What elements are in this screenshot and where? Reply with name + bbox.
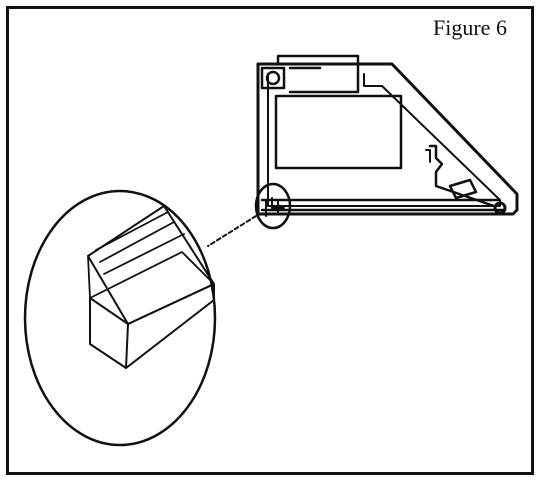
angled-tab [448,178,478,200]
magnified-view [23,189,217,447]
callout-leader [207,215,257,247]
top-cover [276,54,360,94]
hinge-knob [265,70,281,86]
inner-frame [267,73,501,207]
block-bevel [87,211,185,299]
bracket-detail [265,197,285,217]
lever-arm [428,144,496,208]
roller-knob [493,201,507,215]
window-panel [274,94,403,170]
block-right-face [125,283,215,369]
hinge-box [260,66,286,90]
magnified-block [87,205,215,369]
block-front-face [89,297,129,369]
lever-arm-inner [425,149,431,163]
figure-label: Figure 6 [433,15,507,40]
callout-ring [254,182,292,230]
machine-housing [256,54,519,217]
block-ridge [89,251,215,299]
housing-outline [256,62,519,216]
detail-callout [23,182,292,447]
